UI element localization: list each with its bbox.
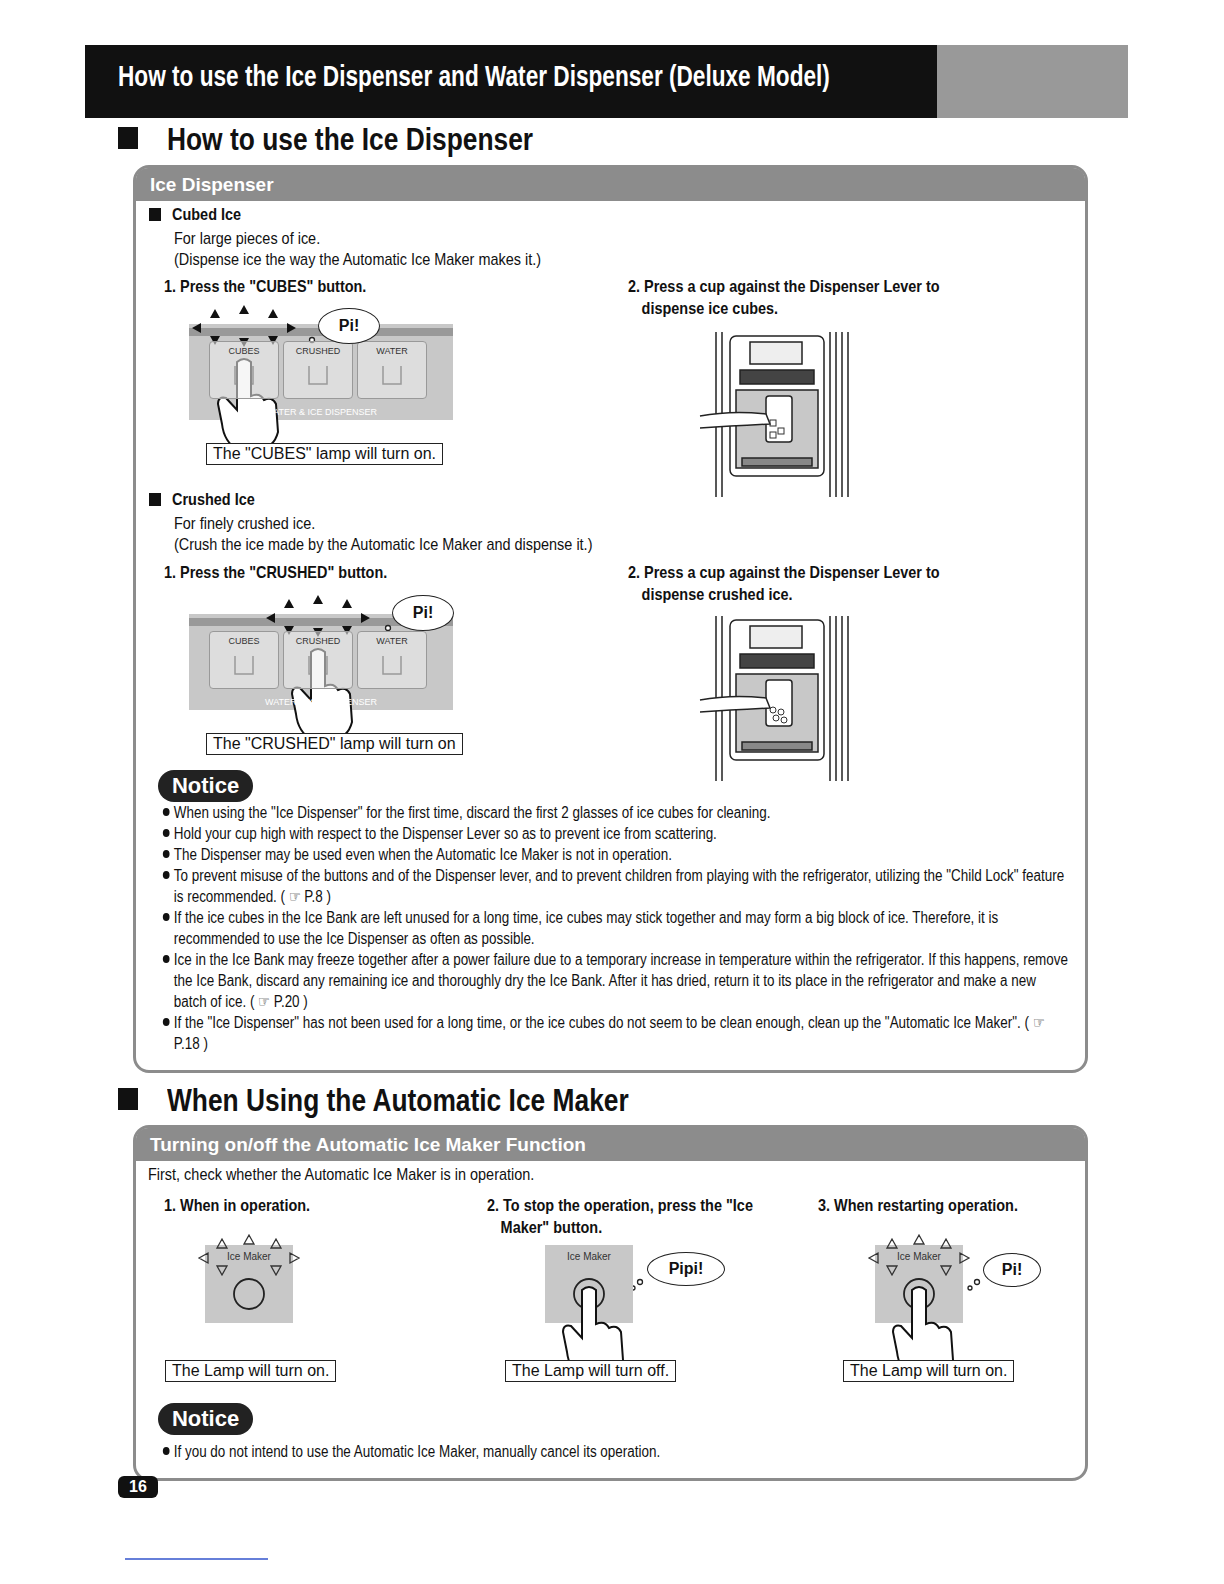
node-text: Ice Dispenser (136, 168, 1085, 201)
btn-node: WATER (357, 631, 427, 689)
text-line: For finely crushed ice. (174, 513, 315, 535)
notice-item: Hold your cup high with respect to the D… (162, 823, 1069, 844)
btn-node: CUBES (209, 631, 279, 689)
badge-node: 16 (118, 1476, 158, 1498)
node-text: WATER (358, 632, 426, 646)
section-heading: How to use the Ice Dispenser (167, 120, 533, 160)
node-text: WATER (358, 342, 426, 356)
node-text: CUBES (210, 632, 278, 646)
node-text: Pi! (413, 604, 433, 622)
text-line: 2. Press a cup against the Dispenser Lev… (628, 562, 982, 606)
text-line: For large pieces of ice. (174, 228, 320, 250)
imk-node: Ice Maker (205, 1245, 293, 1323)
notice-list: When using the "Ice Dispenser" for the f… (162, 802, 1069, 1054)
text-line: (Dispense ice the way the Automatic Ice … (174, 249, 541, 271)
notice-item: Ice in the Ice Bank may freeze together … (162, 949, 1069, 1012)
notice-node: Notice (158, 770, 253, 802)
bubble-node: Pipi! (647, 1252, 725, 1286)
node-text: CRUSHED (284, 342, 352, 356)
node-text: WATER & ICE DISPENSER (189, 407, 453, 417)
text-line: 1. When in operation. (164, 1195, 310, 1217)
imk-node: Ice Maker (875, 1245, 963, 1323)
node-text: Ice Maker (205, 1245, 293, 1262)
btn-node: CRUSHED (283, 341, 353, 399)
node-text: The "CRUSHED" lamp will turn on (213, 735, 456, 753)
notice-item: To prevent misuse of the buttons and of … (162, 865, 1069, 907)
bpanel-node: WATER & ICE DISPENSER CUBES CRUSHED WATER (189, 324, 453, 420)
lamp-node: The Lamp will turn on. (843, 1360, 1014, 1382)
notice-node: Notice (158, 1403, 253, 1435)
lamp-node: The Lamp will turn on. (165, 1360, 336, 1382)
lamp-node: The "CRUSHED" lamp will turn on (206, 733, 463, 755)
text-line: 1. Press the "CRUSHED" button. (164, 562, 387, 584)
text-line: 2. Press a cup against the Dispenser Lev… (628, 276, 982, 320)
node-text: The Lamp will turn on. (850, 1362, 1007, 1380)
text-line: 1. Press the "CUBES" button. (164, 276, 366, 298)
btn-node: CRUSHED (283, 631, 353, 689)
notice-item: If the ice cubes in the Ice Bank are lef… (162, 907, 1069, 949)
text-line: 2. To stop the operation, press the "Ice… (487, 1195, 756, 1239)
node-text: Pi! (339, 317, 359, 335)
notice-item: If the "Ice Dispenser" has not been used… (162, 1012, 1069, 1054)
notice-item: When using the "Ice Dispenser" for the f… (162, 802, 1069, 823)
node-text: Notice (172, 773, 239, 799)
bubble-node: Pi! (392, 595, 454, 631)
lamp-node: The "CUBES" lamp will turn on. (206, 443, 443, 465)
node-text: Pi! (1002, 1261, 1022, 1279)
text-line: First, check whether the Automatic Ice M… (148, 1164, 534, 1186)
text-line: (Crush the ice made by the Automatic Ice… (174, 534, 592, 556)
page-title: How to use the Ice Dispenser and Water D… (118, 60, 830, 93)
text-line: Crushed Ice (172, 489, 255, 511)
text-line: 3. When restarting operation. (818, 1195, 1018, 1217)
node-text: Turning on/off the Automatic Ice Maker F… (136, 1128, 1085, 1161)
btn-node: CUBES (209, 341, 279, 399)
notice-item: If you do not intend to use the Automati… (162, 1441, 1069, 1462)
text-line: Cubed Ice (172, 204, 241, 226)
node-text: Ice Maker (545, 1245, 633, 1262)
node-text: WATER & ICE DISPENSER (189, 697, 453, 707)
node-text: The Lamp will turn off. (512, 1362, 669, 1380)
lamp-node: The Lamp will turn off. (505, 1360, 676, 1382)
node-text: The "CUBES" lamp will turn on. (213, 445, 436, 463)
node-text: CUBES (210, 342, 278, 356)
btn-node: WATER (357, 341, 427, 399)
section-heading: When Using the Automatic Ice Maker (167, 1081, 629, 1121)
node-text: 16 (118, 1476, 158, 1498)
bubble-node: Pi! (318, 308, 380, 344)
node-text: Ice Maker (875, 1245, 963, 1262)
notice-list: If you do not intend to use the Automati… (162, 1441, 1069, 1462)
node-text: The Lamp will turn on. (172, 1362, 329, 1380)
node-text: Pipi! (669, 1260, 704, 1278)
bubble-node: Pi! (983, 1253, 1041, 1287)
imk-node: Ice Maker (545, 1245, 633, 1323)
node-text: CRUSHED (284, 632, 352, 646)
node-text: Notice (172, 1406, 239, 1432)
notice-item: The Dispenser may be used even when the … (162, 844, 1069, 865)
